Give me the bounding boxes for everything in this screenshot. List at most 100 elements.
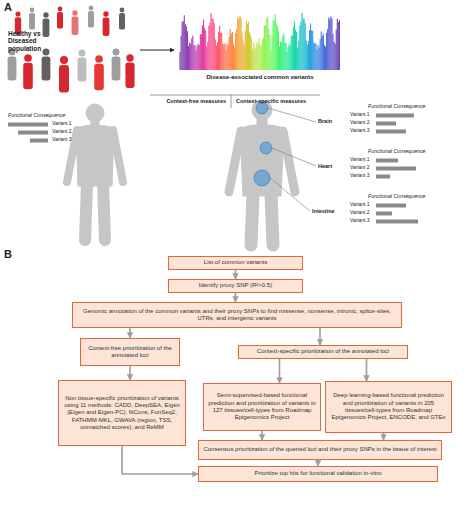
variant-stripe	[267, 16, 268, 70]
variant-stripe	[217, 42, 218, 70]
variant-stripe	[337, 19, 338, 70]
person-figure	[42, 48, 51, 80]
variant-stripe	[202, 25, 203, 70]
variant-stripe	[188, 46, 189, 70]
person-figure	[103, 11, 110, 36]
variant-stripe	[249, 33, 250, 70]
person-figure	[94, 55, 104, 90]
divider-line	[231, 95, 232, 108]
variant-stripe	[286, 52, 287, 70]
person-body	[59, 65, 69, 93]
person-figure	[57, 7, 63, 29]
variant-label: Variant 3	[350, 173, 370, 179]
flow-arrow	[129, 328, 131, 338]
variant-bars	[180, 13, 339, 70]
variant-stripe	[268, 29, 269, 70]
variant-stripe	[277, 26, 278, 70]
variant-stripe	[263, 38, 264, 70]
variant-stripe	[326, 33, 327, 70]
variant-stripe	[250, 36, 251, 70]
flow-arrow	[140, 50, 174, 51]
box-text: Context-specific prioritization of the a…	[257, 348, 389, 355]
variant-stripe	[280, 41, 281, 70]
person-head	[112, 48, 119, 55]
variant-stripe	[289, 44, 290, 70]
variant-stripe	[198, 44, 199, 70]
variant-stripe	[302, 18, 303, 70]
variant-stripe	[322, 36, 323, 70]
variant-stripe	[328, 17, 329, 70]
variant-stripe	[278, 31, 279, 70]
variant-stripe	[265, 25, 266, 70]
axis-title: Functional Consequence	[368, 104, 425, 110]
organ-label: Heart	[318, 163, 332, 169]
person-figure	[23, 54, 33, 89]
variant-stripe	[299, 25, 300, 70]
variant-stripe	[237, 17, 238, 70]
flow-arrow	[235, 293, 237, 302]
variant-stripe	[331, 18, 332, 70]
person-figure	[8, 48, 17, 80]
variant-stripe	[296, 32, 297, 70]
variant-stripe	[310, 24, 311, 70]
variant-stripe	[221, 33, 222, 70]
variant-label: Variant 1	[350, 112, 370, 118]
variant-stripe	[320, 39, 321, 70]
crowd-illustration	[8, 6, 135, 93]
variant-stripe	[282, 36, 283, 70]
variant-stripe	[319, 47, 320, 70]
process-box: Semi-supervised-based functional predict…	[203, 383, 321, 431]
person-head	[15, 11, 20, 16]
variant-stripe	[244, 45, 245, 70]
variant-stripe	[256, 42, 257, 70]
variant-stripe	[230, 29, 231, 70]
variant-stripe	[264, 25, 265, 70]
person-body	[42, 56, 51, 80]
variant-stripe	[290, 46, 291, 70]
variant-label: Variant 3	[350, 218, 370, 224]
variant-stripe	[304, 19, 305, 70]
variant-stripe	[216, 46, 217, 70]
axis-title: Functional Consequence	[8, 113, 65, 119]
variant-stripe	[219, 26, 220, 70]
variant-stripe	[229, 37, 230, 70]
variant-label: Variant 2	[350, 210, 370, 216]
variant-stripe	[274, 20, 275, 70]
measure-heading: Context-specific measures	[236, 98, 306, 104]
person-head	[30, 8, 35, 13]
person-head	[78, 49, 85, 56]
variant-stripe	[314, 44, 315, 70]
variant-stripe	[247, 24, 248, 70]
variant-label: Variant 2	[350, 165, 370, 171]
variant-stripe	[200, 35, 201, 70]
variant-stripe	[329, 20, 330, 70]
organ-label: Intestine	[312, 208, 335, 214]
variant-stripe	[307, 45, 308, 70]
variant-stripe	[292, 36, 293, 70]
variant-stripe	[315, 43, 316, 70]
axis-title: Functional Consequence	[368, 194, 425, 200]
variant-stripe	[214, 23, 215, 70]
variant-stripe	[194, 45, 195, 70]
variant-stripe	[234, 47, 235, 70]
variant-stripe	[269, 35, 270, 70]
person-head	[24, 54, 32, 62]
variant-stripe	[284, 43, 285, 70]
variant-stripe	[204, 28, 205, 70]
variant-stripe	[335, 44, 336, 70]
box-text: Prioritize top hits for functional valid…	[254, 470, 381, 477]
person-body	[125, 63, 134, 88]
person-figure	[72, 10, 79, 35]
person-figure	[125, 54, 134, 88]
variant-stripe	[295, 30, 296, 70]
variant-stripe	[199, 45, 200, 70]
variant-stripe	[298, 41, 299, 70]
person-head	[126, 54, 133, 61]
variant-stripe	[327, 29, 328, 70]
variant-stripe	[187, 31, 188, 70]
person-figure	[88, 6, 94, 28]
divider-line	[150, 95, 320, 96]
flow-arrow	[261, 431, 263, 440]
panel-letter: B	[4, 248, 12, 261]
variant-stripe	[325, 47, 326, 70]
